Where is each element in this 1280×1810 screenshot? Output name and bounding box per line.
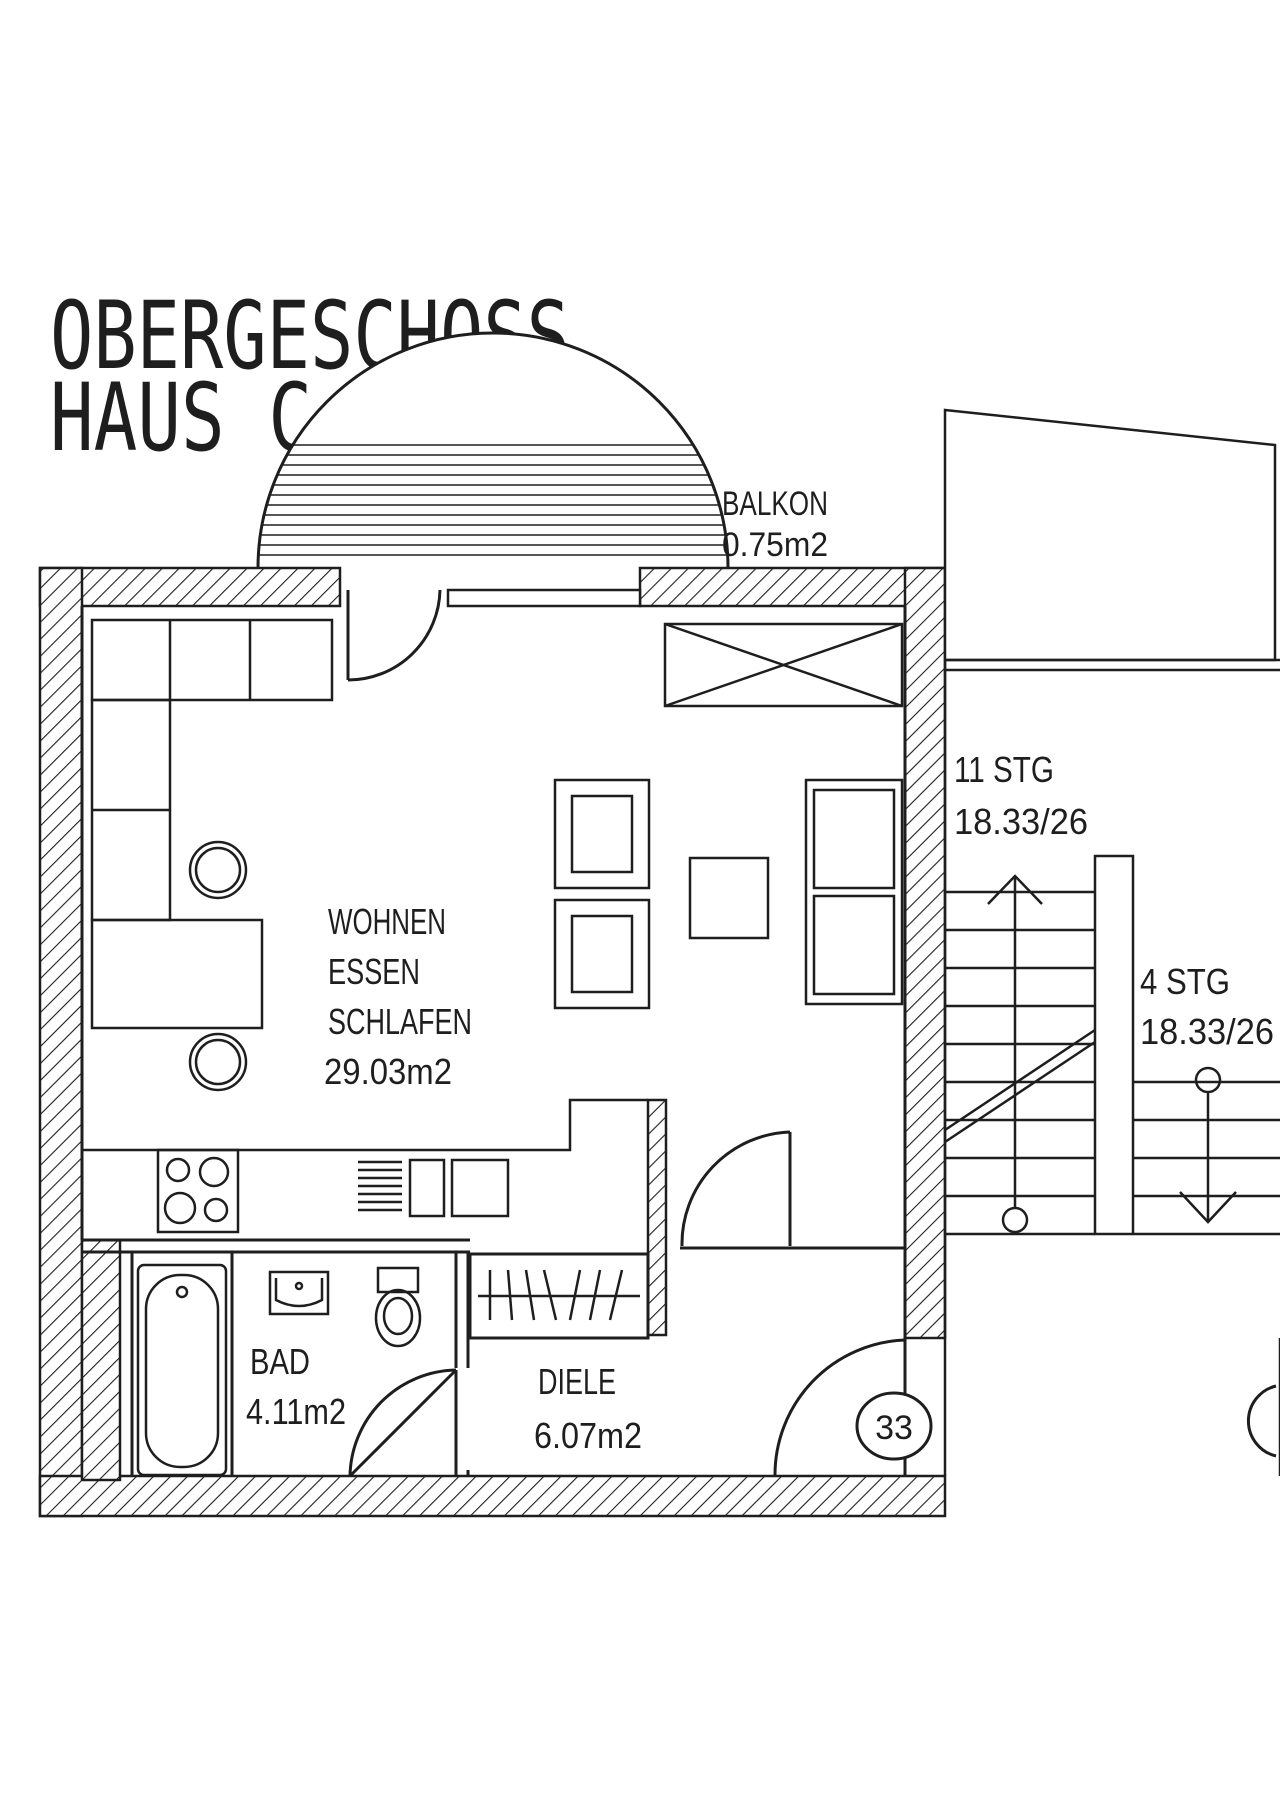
room-schlafen-label: SCHLAFEN: [328, 1001, 472, 1042]
interior-walls: [80, 606, 907, 1476]
stairwell: [943, 408, 1280, 1476]
stair-lower-dims: 18.33/26: [1140, 1011, 1274, 1052]
balcony: BALKON 0.75m2: [256, 331, 828, 569]
furniture: [82, 618, 904, 1477]
room-bad-label: BAD: [250, 1341, 310, 1382]
title-line-2: HAUS C: [50, 364, 312, 473]
walls: [38, 566, 947, 1518]
room-wohnen-label: WOHNEN: [328, 901, 446, 942]
room-diele-area: 6.07m2: [534, 1415, 642, 1456]
stair-labels: 11 STG 18.33/26 4 STG 18.33/26: [954, 749, 1274, 1052]
stair-lower-steps: 4 STG: [1140, 961, 1230, 1002]
unit-number: 33: [875, 1409, 913, 1447]
room-essen-label: ESSEN: [328, 951, 420, 992]
stair-upper-dims: 18.33/26: [954, 801, 1088, 842]
room-diele-label: DIELE: [538, 1361, 616, 1402]
stair-upper-steps: 11 STG: [954, 749, 1054, 790]
balcony-label: BALKON: [722, 485, 828, 523]
room-labels: WOHNEN ESSEN SCHLAFEN 29.03m2 BAD 4.11m2…: [246, 901, 642, 1456]
room-bad-area: 4.11m2: [246, 1391, 346, 1432]
balcony-area: 0.75m2: [722, 526, 828, 564]
room-wohnen-area: 29.03m2: [324, 1051, 452, 1092]
unit-number-marker: 33: [855, 1384, 1277, 1461]
